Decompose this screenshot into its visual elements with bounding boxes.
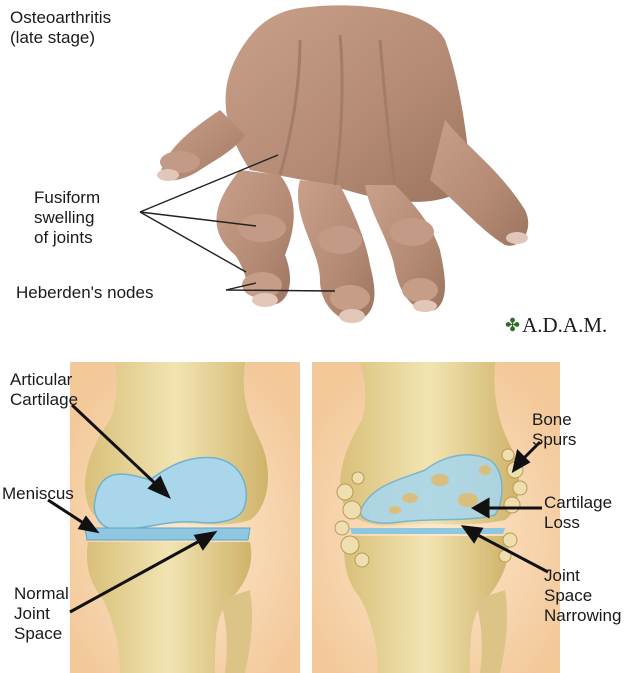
label-fusiform-swelling: Fusiform swelling of joints xyxy=(34,188,100,248)
label-heberdens-nodes: Heberden's nodes xyxy=(16,283,153,303)
label-bone-spurs: Bone Spurs xyxy=(532,410,576,450)
figure-title: Osteoarthritis (late stage) xyxy=(10,8,111,48)
label-normal-joint-space: Normal Joint Space xyxy=(14,584,69,644)
leaf-icon: ✤ xyxy=(505,315,520,336)
normal-knee xyxy=(70,362,300,673)
title-text: Osteoarthritis xyxy=(10,8,111,28)
label-articular-cartilage: Articular Cartilage xyxy=(10,370,78,410)
arthritic-knee xyxy=(312,362,560,673)
logo-text: A.D.A.M. xyxy=(522,313,607,338)
label-meniscus: Meniscus xyxy=(2,484,74,504)
label-joint-space-narrowing: Joint Space Narrowing xyxy=(544,566,621,626)
hand-drawing xyxy=(157,5,528,323)
subtitle-text: (late stage) xyxy=(10,28,111,48)
adam-logo: ✤ A.D.A.M. xyxy=(505,313,607,338)
label-cartilage-loss: Cartilage Loss xyxy=(544,493,612,533)
